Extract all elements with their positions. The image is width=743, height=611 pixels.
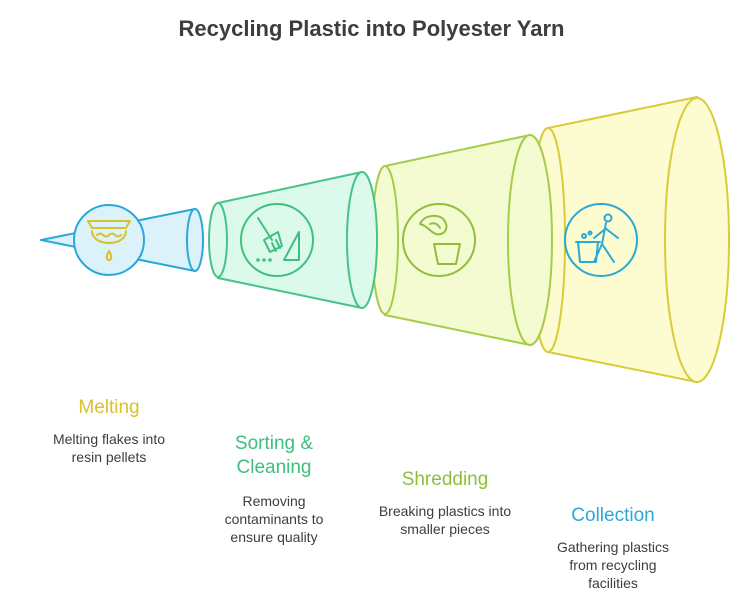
step-shredding: Shredding Breaking plastics into smaller…	[364, 468, 526, 538]
page-title: Recycling Plastic into Polyester Yarn	[178, 16, 565, 41]
step-melting-description: Melting flakes into resin pellets	[52, 431, 166, 465]
step-collection-name: Collection	[571, 505, 655, 526]
step-shredding-name: Shredding	[401, 469, 489, 490]
person-with-bin-icon	[564, 203, 638, 277]
shredding-hand-icon	[402, 203, 476, 277]
step-collection: Collection Gathering plastics from recyc…	[532, 504, 694, 592]
step-collection-description: Gathering plastics from recycling facili…	[556, 539, 670, 591]
melting-pot-icon	[73, 204, 145, 276]
step-sorting-name: Sorting & Cleaning	[234, 433, 314, 478]
step-melting-name: Melting	[78, 397, 140, 418]
step-sorting-description: Removing contaminants to ensure quality	[224, 493, 324, 545]
step-melting: Melting Melting flakes into resin pellet…	[28, 396, 190, 466]
step-shredding-description: Breaking plastics into smaller pieces	[378, 503, 512, 537]
broom-icon	[240, 203, 314, 277]
step-sorting: Sorting & Cleaning Removing contaminants…	[194, 432, 354, 546]
